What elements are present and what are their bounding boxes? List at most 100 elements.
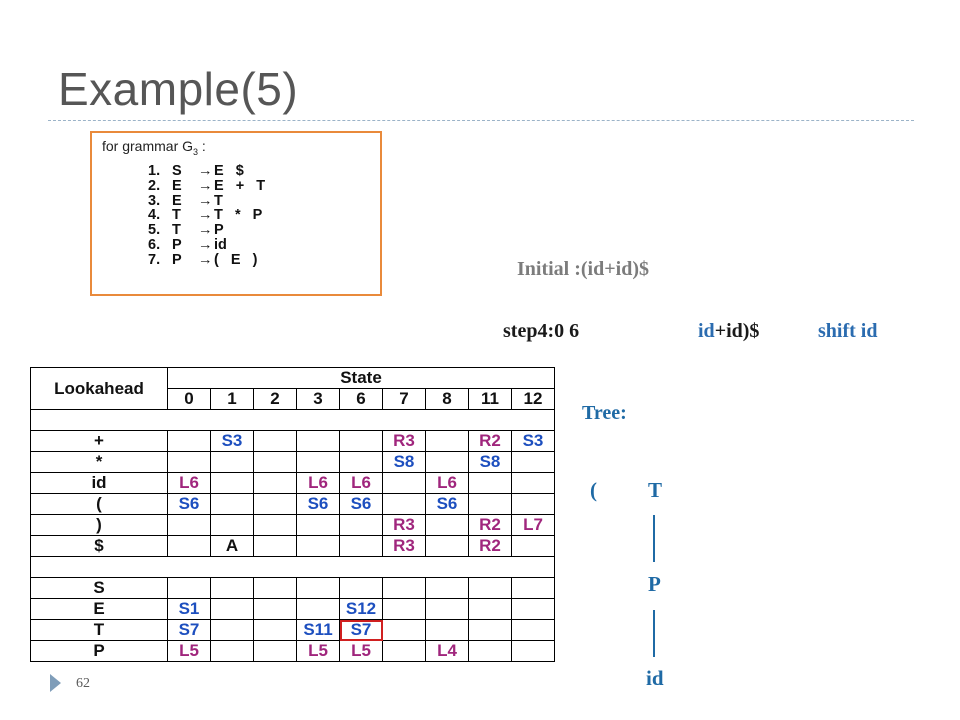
table-cell [339, 514, 383, 536]
table-cell [210, 451, 254, 473]
table-cell [210, 640, 254, 662]
state-col-header: 6 [339, 388, 383, 410]
grammar-rule: 4.T→T * P [148, 208, 265, 223]
table-cell [511, 598, 555, 620]
table-cell: S3 [210, 430, 254, 452]
table-cell [425, 514, 469, 536]
table-cell [210, 493, 254, 515]
table-cell [425, 619, 469, 641]
table-cell [253, 640, 297, 662]
state-col-header: 11 [468, 388, 512, 410]
tree-node-id: id [646, 666, 664, 690]
table-cell [468, 640, 512, 662]
table-cell [425, 430, 469, 452]
lookahead-symbol: T [30, 619, 168, 641]
table-cell: S3 [511, 430, 555, 452]
grammar-rule-lhs: T [172, 222, 181, 239]
table-cell [167, 430, 211, 452]
grammar-rule-arrow: → [198, 236, 213, 253]
grammar-rule: 6. P →id [148, 238, 265, 253]
table-cell: S7 [167, 619, 211, 641]
table-cell [253, 451, 297, 473]
grammar-rule-num: 5. [148, 222, 161, 239]
table-cell [210, 577, 254, 599]
state-col-header: 2 [253, 388, 297, 410]
table-cell [210, 472, 254, 494]
state-col-header: 12 [511, 388, 555, 410]
tree-paren: ( [590, 478, 597, 502]
state-header: State [167, 367, 555, 389]
table-cell [253, 535, 297, 557]
table-cell: R3 [382, 535, 426, 557]
step-action: shift id [818, 320, 878, 342]
table-cell [296, 535, 340, 557]
table-cell [296, 451, 340, 473]
grammar-rule-lhs: P [172, 251, 182, 268]
grammar-rule: 7.P→( E ) [148, 251, 265, 268]
state-col-header: 7 [382, 388, 426, 410]
table-cell: R3 [382, 430, 426, 452]
grammar-rule-num: 6. [148, 236, 161, 253]
table-cell [296, 598, 340, 620]
table-cell [167, 535, 211, 557]
table-cell [167, 451, 211, 473]
table-cell [511, 535, 555, 557]
table-cell [468, 619, 512, 641]
grammar-rule-arrow: → [198, 177, 213, 194]
lookahead-symbol: * [30, 451, 168, 473]
grammar-rule-rhs: id [214, 236, 227, 253]
table-cell [253, 472, 297, 494]
table-cell [253, 619, 297, 641]
table-cell: S7 [339, 619, 383, 641]
table-cell [296, 514, 340, 536]
lookahead-header: Lookahead [30, 367, 168, 410]
table-cell: L4 [425, 640, 469, 662]
table-cell [210, 598, 254, 620]
table-cell [382, 619, 426, 641]
state-col-header: 1 [210, 388, 254, 410]
table-cell [468, 577, 512, 599]
table-cell [511, 577, 555, 599]
table-cell [425, 598, 469, 620]
lookahead-symbol: id [30, 472, 168, 494]
grammar-rule: 2.E→E + T [148, 177, 265, 194]
lookahead-symbol: S [30, 577, 168, 599]
grammar-rule-lhs: T [172, 207, 181, 224]
table-cell [296, 577, 340, 599]
grammar-rule-lhs: P [172, 236, 182, 253]
table-cell: R3 [382, 514, 426, 536]
slide-title: Example(5) [58, 63, 299, 115]
state-col-header: 8 [425, 388, 469, 410]
table-cell [468, 493, 512, 515]
lookahead-symbol: ) [30, 514, 168, 536]
tree-node-p: P [648, 572, 661, 596]
lookahead-symbol: P [30, 640, 168, 662]
table-cell: S1 [167, 598, 211, 620]
page-number: 62 [76, 676, 90, 691]
table-cell [296, 430, 340, 452]
table-cell [511, 472, 555, 494]
initial-input: Initial :(id+id)$ [517, 258, 649, 280]
grammar-rule-rhs: T [214, 192, 223, 209]
grammar-rule-num: 4. [148, 207, 161, 224]
table-cell [382, 598, 426, 620]
table-cell [253, 493, 297, 515]
grammar-heading: for grammar G3 : [102, 138, 206, 157]
table-cell [210, 514, 254, 536]
grammar-rule-arrow: → [198, 207, 213, 224]
table-cell: A [210, 535, 254, 557]
grammar-rule-arrow: → [198, 222, 213, 239]
table-cell [425, 577, 469, 599]
bullet-arrow-icon [50, 674, 61, 692]
grammar-rule-arrow: → [198, 192, 213, 209]
step-input: id+id)$ [698, 320, 759, 343]
table-cell [511, 640, 555, 662]
table-cell [425, 451, 469, 473]
table-cell [511, 619, 555, 641]
table-cell [339, 430, 383, 452]
table-cell: R2 [468, 535, 512, 557]
